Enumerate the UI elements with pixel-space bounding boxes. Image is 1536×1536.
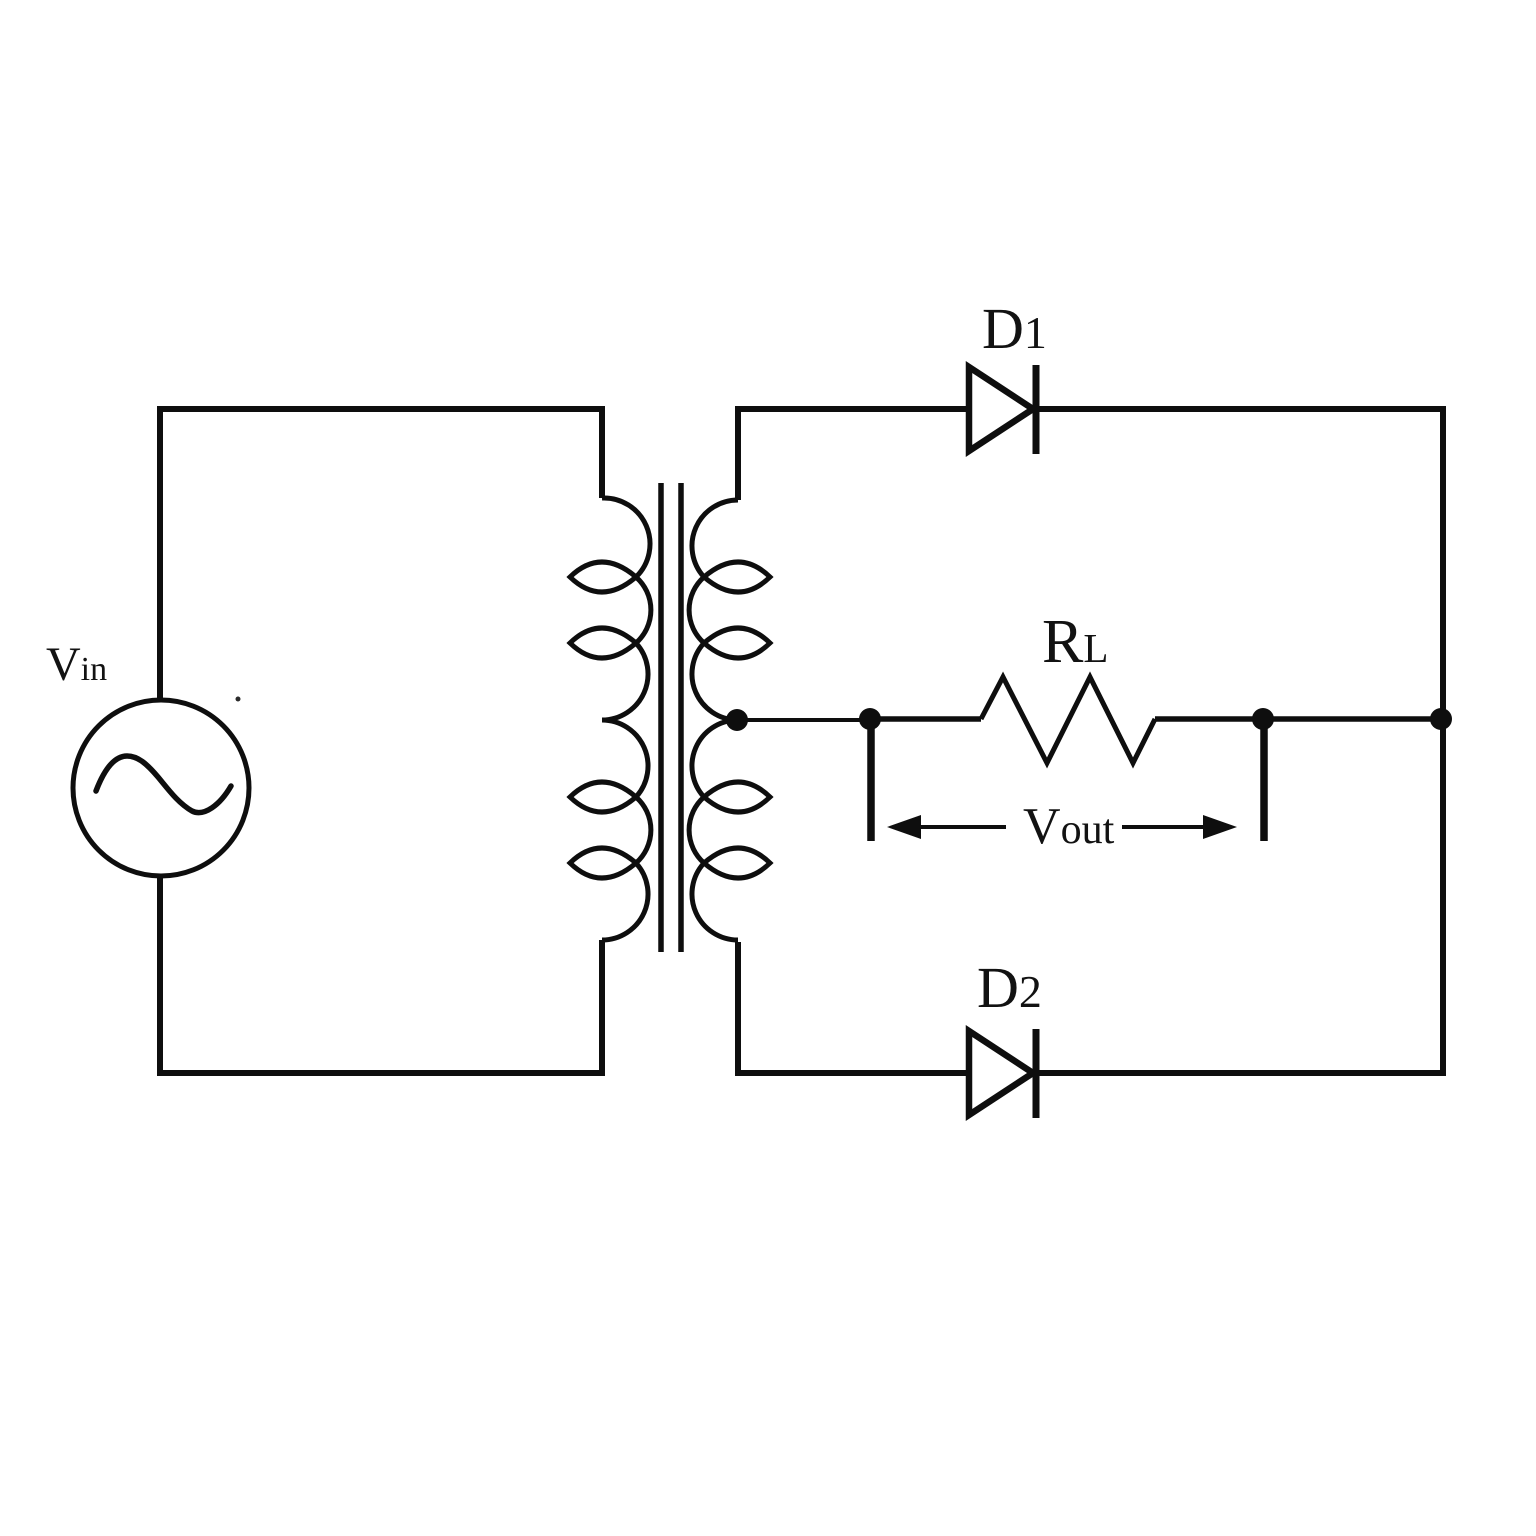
d2-label: D2 xyxy=(977,955,1042,1020)
d1-label-sub: 1 xyxy=(1024,307,1047,358)
diode-d1-triangle xyxy=(965,360,1039,458)
vin-label-main: V xyxy=(46,638,81,691)
d2-label-main: D xyxy=(977,955,1019,1020)
vout-label: Vout xyxy=(1023,798,1115,855)
wire-secondary-top xyxy=(735,406,969,500)
junction-dot-output-right xyxy=(1252,708,1274,730)
d1-label-main: D xyxy=(982,296,1024,361)
transformer xyxy=(566,483,774,952)
junction-dot-output-left xyxy=(859,708,881,730)
wires xyxy=(157,406,1446,1076)
vout-label-sub: out xyxy=(1061,807,1115,853)
ac-source-circle xyxy=(70,697,252,879)
rl-label-sub: L xyxy=(1083,625,1108,671)
vout-measurement xyxy=(867,722,1268,841)
d2-label-sub: 2 xyxy=(1019,966,1042,1017)
transformer-primary-winding xyxy=(566,495,654,943)
junction-dots xyxy=(859,708,1452,730)
ink-speck xyxy=(235,696,241,702)
diode-d1 xyxy=(965,360,1040,458)
wire-primary-bottom xyxy=(157,876,605,1076)
transformer-core xyxy=(658,483,684,952)
junction-dot-right-rail xyxy=(1430,708,1452,730)
diode-d2-triangle xyxy=(965,1024,1039,1122)
d1-label: D1 xyxy=(982,296,1047,361)
wire-secondary-bottom xyxy=(735,942,969,1076)
sine-wave-icon xyxy=(93,753,234,816)
ac-source xyxy=(70,696,252,879)
wire-right-side xyxy=(1037,406,1446,1076)
vout-label-main: V xyxy=(1023,798,1061,855)
vout-arrow-right-icon xyxy=(1203,815,1237,839)
rl-label-main: R xyxy=(1042,608,1084,676)
vout-arrow-left-icon xyxy=(887,815,921,839)
diode-d2 xyxy=(965,1024,1040,1122)
vin-label-sub: in xyxy=(81,651,107,688)
wire-primary-top xyxy=(157,406,605,700)
rl-label: RL xyxy=(1042,608,1108,676)
vin-label: Vin xyxy=(46,638,107,691)
center-tap-dot xyxy=(726,709,748,731)
load-resistor-zigzag xyxy=(978,671,1158,769)
